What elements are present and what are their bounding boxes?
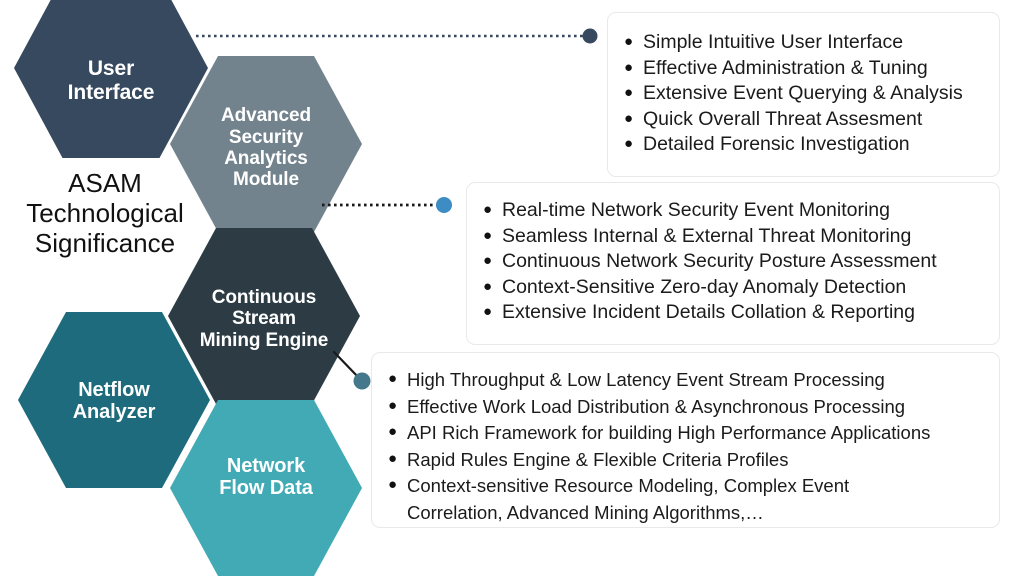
list-item: ● Extensive Event Querying & Analysis	[622, 81, 985, 107]
connector-security-analytics	[322, 197, 452, 213]
hexagon-label-network-flow-data: Network Flow Data	[219, 454, 313, 499]
hexagon-netflow-analyzer[interactable]: Netflow Analyzer	[18, 312, 210, 488]
connector-stream-mining	[332, 350, 371, 390]
list-item-text: Quick Overall Threat Assesment	[643, 107, 923, 130]
connector-user-interface	[196, 28, 598, 44]
connector-dot-stream-mining	[353, 372, 371, 390]
list-item: ● Detailed Forensic Investigation	[622, 132, 985, 158]
list-item: ● Continuous Network Security Posture Ass…	[481, 249, 985, 275]
hexagon-label-user-interface: User Interface	[67, 57, 155, 104]
list-item-text: Detailed Forensic Investigation	[643, 133, 910, 155]
list-item: ● API Rich Framework for building High Pe…	[386, 420, 985, 447]
bullet-icon: ●	[388, 476, 398, 493]
bullet-icon: ●	[483, 252, 493, 269]
hexagon-label-continuous-stream-mining-engine: Continuous Stream Mining Engine	[199, 287, 329, 351]
bullet-icon: ●	[624, 109, 634, 127]
list-item-text: Continuous Network Security Posture Asse…	[502, 250, 937, 272]
list-item-text: Extensive Event Querying & Analysis	[643, 82, 963, 104]
diagram-center-title: ASAM Technological Significance	[26, 168, 184, 259]
list-item-text: High Throughput & Low Latency Event Stre…	[407, 369, 885, 390]
bullet-icon: ●	[388, 396, 398, 414]
list-item-text: Extensive Incident Details Collation & R…	[502, 301, 915, 323]
bullet-icon: ●	[388, 370, 398, 387]
list-item-text: API Rich Framework for building High Per…	[407, 422, 931, 443]
hexagon-label-advanced-security-analytics-module: Advanced Security Analytics Module	[220, 105, 311, 191]
list-item: ● Context-Sensitive Zero-day Anomaly Dete…	[481, 275, 985, 301]
panel-security-analytics-list: ● Real-time Network Security Event Monito…	[481, 198, 985, 326]
list-item: ● Quick Overall Threat Assesment	[622, 107, 985, 133]
panel-security-analytics: ● Real-time Network Security Event Monito…	[466, 182, 1000, 345]
panel-stream-mining-list: ● High Throughput & Low Latency Event Str…	[386, 367, 985, 526]
list-item: ● High Throughput & Low Latency Event Str…	[386, 367, 985, 394]
list-item-text: Context-Sensitive Zero-day Anomaly Detec…	[502, 275, 907, 298]
bullet-icon: ●	[483, 226, 493, 244]
bullet-icon: ●	[624, 84, 634, 101]
bullet-icon: ●	[483, 303, 493, 320]
diagram-canvas: User Interface Advanced Security Analyti…	[14, 0, 1000, 576]
bullet-icon: ●	[483, 201, 493, 218]
list-item: ● Extensive Incident Details Collation & …	[481, 300, 985, 326]
list-item-text: Real-time Network Security Event Monitor…	[502, 199, 890, 221]
list-item-text: Effective Work Load Distribution & Async…	[407, 395, 906, 417]
bullet-icon: ●	[624, 135, 634, 152]
list-item-text: Simple Intuitive User Interface	[643, 31, 904, 53]
bullet-icon: ●	[624, 33, 634, 50]
hexagon-continuous-stream-mining-engine[interactable]: Continuous Stream Mining Engine	[168, 228, 360, 404]
list-item: ● Rapid Rules Engine & Flexible Criteria …	[386, 447, 985, 474]
list-item-text: Seamless Internal & External Threat Moni…	[502, 224, 912, 247]
list-item-text: Rapid Rules Engine & Flexible Criteria P…	[407, 448, 789, 470]
panel-user-interface: ● Simple Intuitive User Interface ● Effect…	[607, 12, 1000, 177]
panel-stream-mining: ● High Throughput & Low Latency Event Str…	[371, 352, 1000, 528]
bullet-icon: ●	[388, 449, 398, 467]
hexagon-network-flow-data[interactable]: Network Flow Data	[170, 400, 362, 576]
bullet-icon: ●	[483, 277, 493, 295]
connector-dot-user-interface	[582, 28, 598, 44]
list-item-text: Context-sensitive Resource Modeling, Com…	[407, 475, 850, 523]
connector-dot-security-analytics	[436, 197, 452, 213]
list-item-text: Effective Administration & Tuning	[643, 56, 928, 79]
hexagon-label-netflow-analyzer: Netflow Analyzer	[72, 378, 156, 423]
list-item: ● Seamless Internal & External Threat Mon…	[481, 224, 985, 250]
list-item: ● Effective Administration & Tuning	[622, 56, 985, 82]
list-item: ● Simple Intuitive User Interface	[622, 30, 985, 56]
bullet-icon: ●	[624, 58, 634, 76]
bullet-icon: ●	[388, 423, 398, 440]
list-item: ● Context-sensitive Resource Modeling, Co…	[386, 473, 985, 526]
panel-user-interface-list: ● Simple Intuitive User Interface ● Effect…	[622, 30, 985, 158]
list-item: ● Real-time Network Security Event Monito…	[481, 198, 985, 224]
list-item: ● Effective Work Load Distribution & Asyn…	[386, 394, 985, 421]
